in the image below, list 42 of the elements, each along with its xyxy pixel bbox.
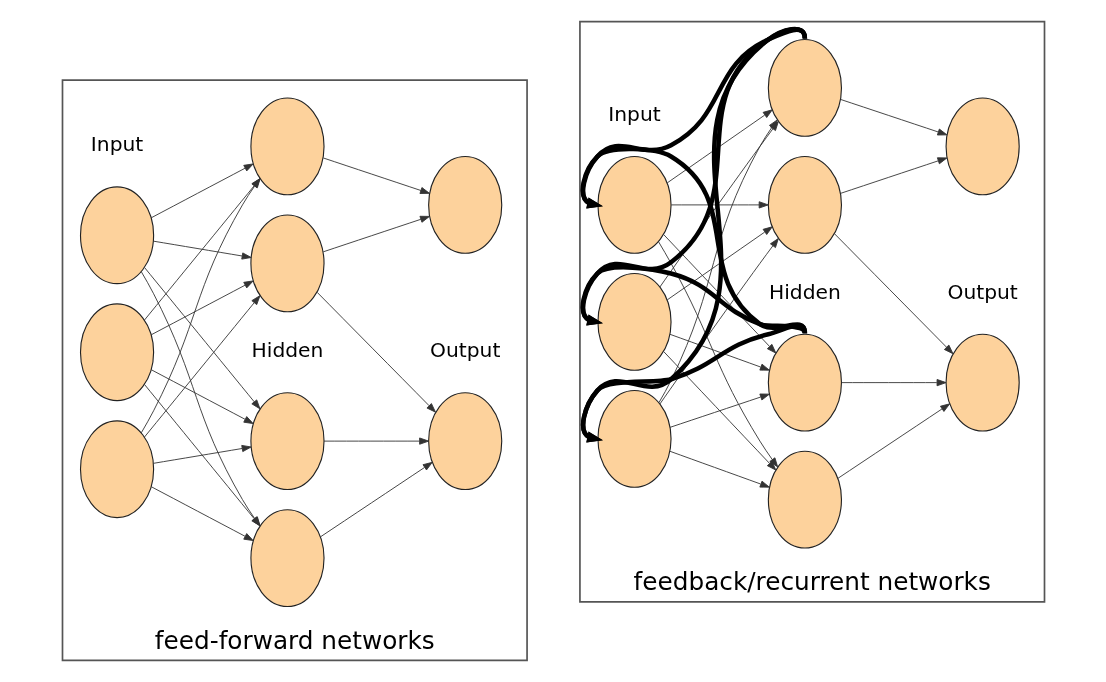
node-circle (79, 303, 154, 402)
arrow (839, 99, 947, 136)
node-circle (79, 420, 154, 519)
arrow (580, 26, 807, 443)
arrow (150, 369, 254, 425)
arrow (657, 241, 778, 468)
node-circle (596, 389, 672, 488)
arrow (669, 450, 770, 488)
arrow (316, 291, 436, 413)
node-circle (945, 97, 1020, 196)
arrow (322, 215, 430, 253)
arrow (666, 109, 773, 184)
arrow (323, 437, 429, 445)
arrow (669, 393, 770, 428)
arrow (662, 351, 776, 471)
arrow (150, 486, 254, 542)
arrow (833, 233, 953, 355)
label: Output (429, 338, 500, 363)
arrow (836, 403, 950, 479)
arrow (319, 461, 433, 538)
arrow (143, 266, 260, 410)
arrow (150, 280, 254, 336)
arrow (662, 234, 776, 354)
arrow (840, 379, 946, 387)
label: Input (607, 101, 661, 126)
arrow (150, 163, 254, 219)
arrow (152, 240, 252, 260)
arrow (839, 157, 947, 194)
node-circle (79, 186, 154, 285)
label: Hidden (251, 338, 323, 363)
arrow (666, 226, 773, 301)
arrow (322, 157, 430, 194)
arrow (152, 444, 252, 464)
arrow (670, 201, 769, 209)
label: Input (90, 132, 143, 157)
arrow (669, 333, 770, 371)
arrow (143, 295, 260, 438)
node-circle (427, 155, 502, 254)
node-circle (596, 155, 672, 254)
label: Output (946, 279, 1018, 304)
node-circle (596, 272, 672, 371)
label: Hidden (768, 279, 841, 304)
